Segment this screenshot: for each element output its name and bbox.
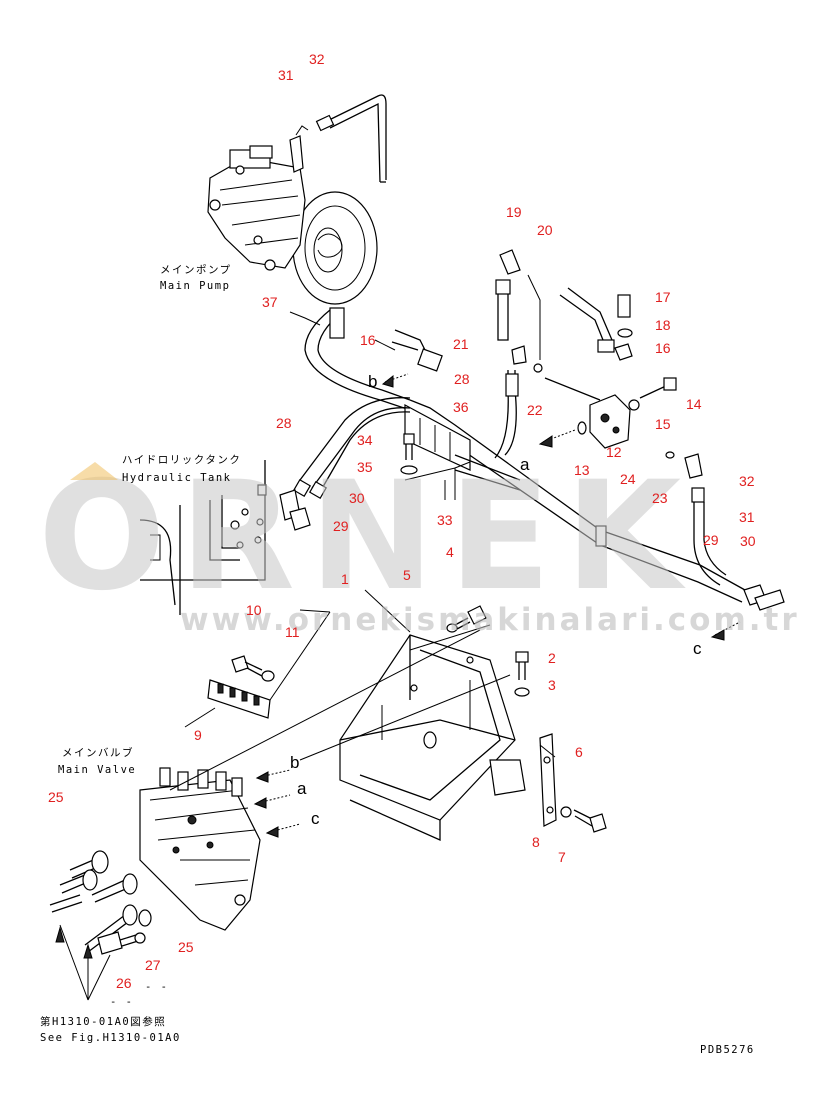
- leader-lines: [59, 311, 556, 1001]
- part-number: 31: [739, 509, 755, 525]
- callout-a-valve: a: [297, 779, 307, 798]
- bolt-2-3: [514, 651, 530, 697]
- part-number: 8: [532, 834, 540, 850]
- right-hose: [691, 487, 785, 611]
- hydraulic-tank-jp: ハイドロリックタンク: [122, 454, 241, 466]
- part-number: 14: [686, 396, 702, 412]
- part-number: 25: [178, 939, 194, 955]
- block-12-assembly: [544, 287, 703, 479]
- part-number: 29: [333, 518, 349, 534]
- part-number: 22: [527, 402, 543, 418]
- part-number: 26: [116, 975, 132, 991]
- dash-mark-2: - -: [145, 981, 168, 993]
- part-number: 3: [548, 677, 556, 693]
- part-number: 31: [278, 67, 294, 83]
- part-number: 9: [194, 727, 202, 743]
- main-valve-drawing: [49, 767, 261, 955]
- callout-b-valve: b: [290, 753, 299, 772]
- callout-c-valve: c: [311, 809, 320, 828]
- part-number: 23: [652, 490, 668, 506]
- part-number: 33: [437, 512, 453, 528]
- part-number: 2: [548, 650, 556, 666]
- main-pipe: [404, 370, 746, 603]
- pump-hose: [304, 94, 411, 411]
- part-number: 32: [739, 473, 755, 489]
- part-number: 12: [606, 444, 622, 460]
- part-number: 32: [309, 51, 325, 67]
- hydraulic-tank-drawing: [139, 460, 267, 615]
- part-number: 16: [360, 332, 376, 348]
- drawing-code: PDB5276: [700, 1044, 755, 1056]
- frame-bracket: [339, 634, 526, 842]
- tank-hoses: [279, 397, 411, 531]
- reference-jp: 第H1310-01A0図参照: [40, 1015, 166, 1028]
- valve-fittings: [391, 249, 543, 373]
- part-number: 35: [357, 459, 373, 475]
- part-number: 6: [575, 744, 583, 760]
- watermark-logo-mark: [70, 462, 118, 480]
- bolt-34-35: [400, 433, 471, 495]
- main-pump-en: Main Pump: [160, 280, 230, 292]
- part-number: 28: [276, 415, 292, 431]
- part-number: 13: [574, 462, 590, 478]
- part-number: 21: [453, 336, 469, 352]
- part-number: 11: [285, 624, 300, 640]
- part-number: 17: [655, 289, 671, 305]
- watermark: ORNEK www.ornekismakinalari.com.tr: [38, 450, 800, 638]
- callout-arrows: [55, 373, 741, 959]
- main-valve-en: Main Valve: [58, 764, 136, 776]
- part-number: 28: [454, 371, 470, 387]
- part-number: 24: [620, 471, 636, 487]
- main-pump-drawing: [207, 125, 378, 305]
- part-number: 27: [145, 957, 161, 973]
- hydraulic-tank-en: Hydraulic Tank: [122, 472, 232, 484]
- part-number: 29: [703, 532, 719, 548]
- callout-a: a: [520, 455, 530, 474]
- dash-mark: - -: [110, 996, 133, 1008]
- main-valve-jp: メインバルブ: [62, 746, 134, 759]
- part-number: 18: [655, 317, 671, 333]
- part-numbers: 32 31 19 20 17 18 16 16 21 28 37 22 14 1…: [48, 51, 756, 991]
- part-number: 5: [403, 567, 411, 583]
- bracket-6: [539, 733, 607, 833]
- part-number: 34: [357, 432, 373, 448]
- part-number: 36: [453, 399, 469, 415]
- bolt-4-5: [446, 605, 487, 633]
- bolt-10-11: [231, 655, 275, 682]
- part-number: 15: [655, 416, 671, 432]
- part-number: 10: [246, 602, 262, 618]
- part-number: 19: [506, 204, 522, 220]
- part-number: 7: [558, 849, 566, 865]
- part-number: 20: [537, 222, 553, 238]
- watermark-url: www.ornekismakinalari.com.tr: [180, 602, 800, 638]
- main-pump-jp: メインポンプ: [160, 264, 232, 276]
- part-number: 25: [48, 789, 64, 805]
- callout-b: b: [368, 372, 377, 391]
- part-number: 37: [262, 294, 278, 310]
- manifold-9: [207, 679, 271, 719]
- watermark-brand: ORNEK: [38, 450, 695, 624]
- callout-c: c: [693, 639, 702, 658]
- part-number: 30: [349, 490, 365, 506]
- reference-en: See Fig.H1310-01A0: [40, 1032, 181, 1044]
- part-number: 4: [446, 544, 454, 560]
- part-number: 16: [655, 340, 671, 356]
- part-number: 1: [341, 571, 349, 587]
- part-number: 30: [740, 533, 756, 549]
